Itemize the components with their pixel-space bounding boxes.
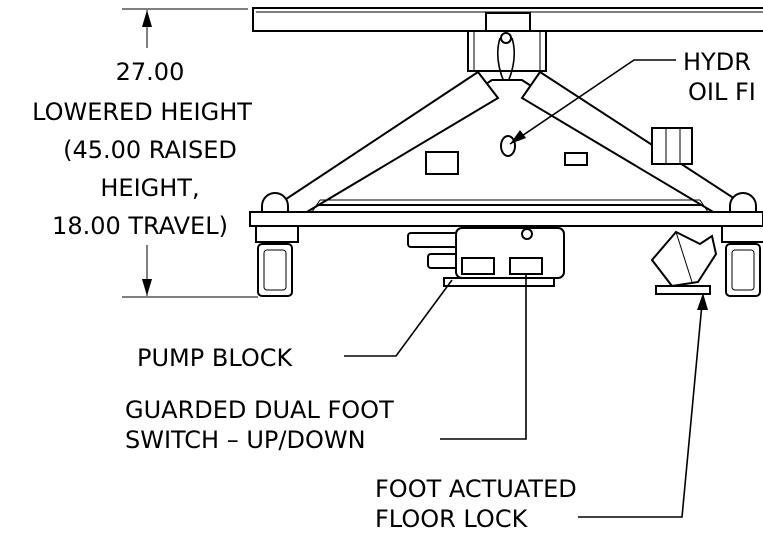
- foot-switch-label-line2: SWITCH – UP/DOWN: [125, 426, 366, 454]
- oil-fill-port: [500, 135, 516, 157]
- floor-lock-leader: [578, 292, 704, 518]
- callout-pump-block: PUMP BLOCK: [137, 279, 453, 372]
- hydraulic-leader: [509, 59, 676, 145]
- right-caster: [721, 225, 763, 297]
- tabletop-bracket: [485, 12, 531, 32]
- dimension-arrow-up: [142, 10, 152, 27]
- foot-switch-down: [509, 257, 543, 275]
- dimension-arrow-down: [142, 279, 152, 296]
- floor-lock-pedal: [650, 230, 718, 288]
- pump-block-assembly: [407, 227, 565, 287]
- dimension-label-height: HEIGHT,: [100, 174, 199, 202]
- dimension-value: 27.00: [116, 58, 185, 86]
- right-caster-wheel: [725, 243, 761, 297]
- plate-slot-left: [425, 151, 459, 175]
- floor-lock-label-line1: FOOT ACTUATED: [375, 475, 577, 503]
- callout-floor-lock: FOOT ACTUATED FLOOR LOCK: [375, 292, 708, 533]
- hydraulic-label-line2: OIL FI: [688, 78, 756, 106]
- height-dimension: 27.00 LOWERED HEIGHT (45.00 RAISED HEIGH…: [32, 8, 258, 298]
- foot-switch-leader: [440, 274, 527, 440]
- foot-switch-guard: [443, 277, 555, 287]
- hydraulic-leader-arrow: [510, 130, 526, 144]
- pump-block-leader: [344, 279, 453, 357]
- pump-box: [651, 127, 693, 165]
- left-caster: [255, 225, 299, 297]
- base-beam: [249, 211, 763, 227]
- plate-slot-right: [564, 152, 588, 166]
- floor-lock-assembly: [650, 230, 718, 295]
- hydraulic-label-line1: HYDR: [683, 48, 751, 76]
- floor-lock-foot: [655, 285, 711, 295]
- callout-foot-switch: GUARDED DUAL FOOT SWITCH – UP/DOWN: [125, 274, 527, 454]
- dimension-label-travel: 18.00 TRAVEL): [52, 212, 228, 240]
- right-caster-mount: [721, 225, 763, 243]
- left-caster-wheel: [257, 243, 293, 297]
- callout-hydraulic-oil-fill: HYDR OIL FI: [509, 48, 756, 145]
- foot-switch-up: [461, 257, 495, 275]
- lift-pin: [496, 37, 516, 83]
- floor-lock-label-line2: FLOOR LOCK: [375, 505, 529, 533]
- floor-lock-leader-arrow: [697, 293, 708, 310]
- cart-frame: [249, 7, 763, 228]
- pump-block-label: PUMP BLOCK: [137, 344, 293, 372]
- dimension-label-raised: (45.00 RAISED: [63, 136, 237, 164]
- foot-switch-label-line1: GUARDED DUAL FOOT: [125, 396, 394, 424]
- left-caster-mount: [255, 225, 299, 243]
- dimension-label-lowered: LOWERED HEIGHT: [32, 98, 252, 126]
